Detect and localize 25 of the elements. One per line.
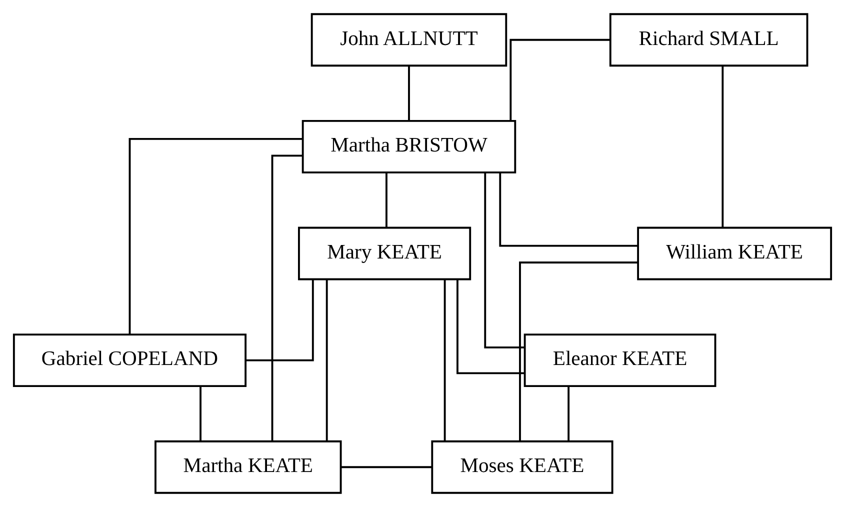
connector bbox=[456, 278, 525, 374]
connector bbox=[326, 278, 328, 441]
node-box: John ALLNUTT bbox=[310, 12, 508, 66]
connector bbox=[128, 138, 303, 334]
connector bbox=[568, 386, 570, 441]
connector bbox=[722, 65, 724, 228]
connector bbox=[271, 154, 303, 441]
connector bbox=[386, 172, 388, 228]
node-box: Eleanor KEATE bbox=[524, 333, 716, 386]
connector bbox=[499, 172, 638, 246]
connector bbox=[340, 466, 432, 468]
connector bbox=[519, 261, 638, 441]
node-box: Gabriel COPELAND bbox=[12, 333, 247, 386]
node-box: Mary KEATE bbox=[298, 226, 472, 280]
node-box: Moses KEATE bbox=[431, 440, 614, 494]
connector bbox=[510, 38, 610, 120]
node-box: Richard SMALL bbox=[609, 12, 808, 66]
connector bbox=[408, 65, 410, 120]
node-box: William KEATE bbox=[637, 226, 832, 280]
node-box: Martha KEATE bbox=[154, 440, 342, 494]
connector bbox=[484, 172, 524, 348]
node-box: Martha BRISTOW bbox=[302, 120, 516, 173]
connector bbox=[200, 386, 202, 441]
connector bbox=[444, 278, 446, 441]
connector bbox=[246, 278, 314, 361]
